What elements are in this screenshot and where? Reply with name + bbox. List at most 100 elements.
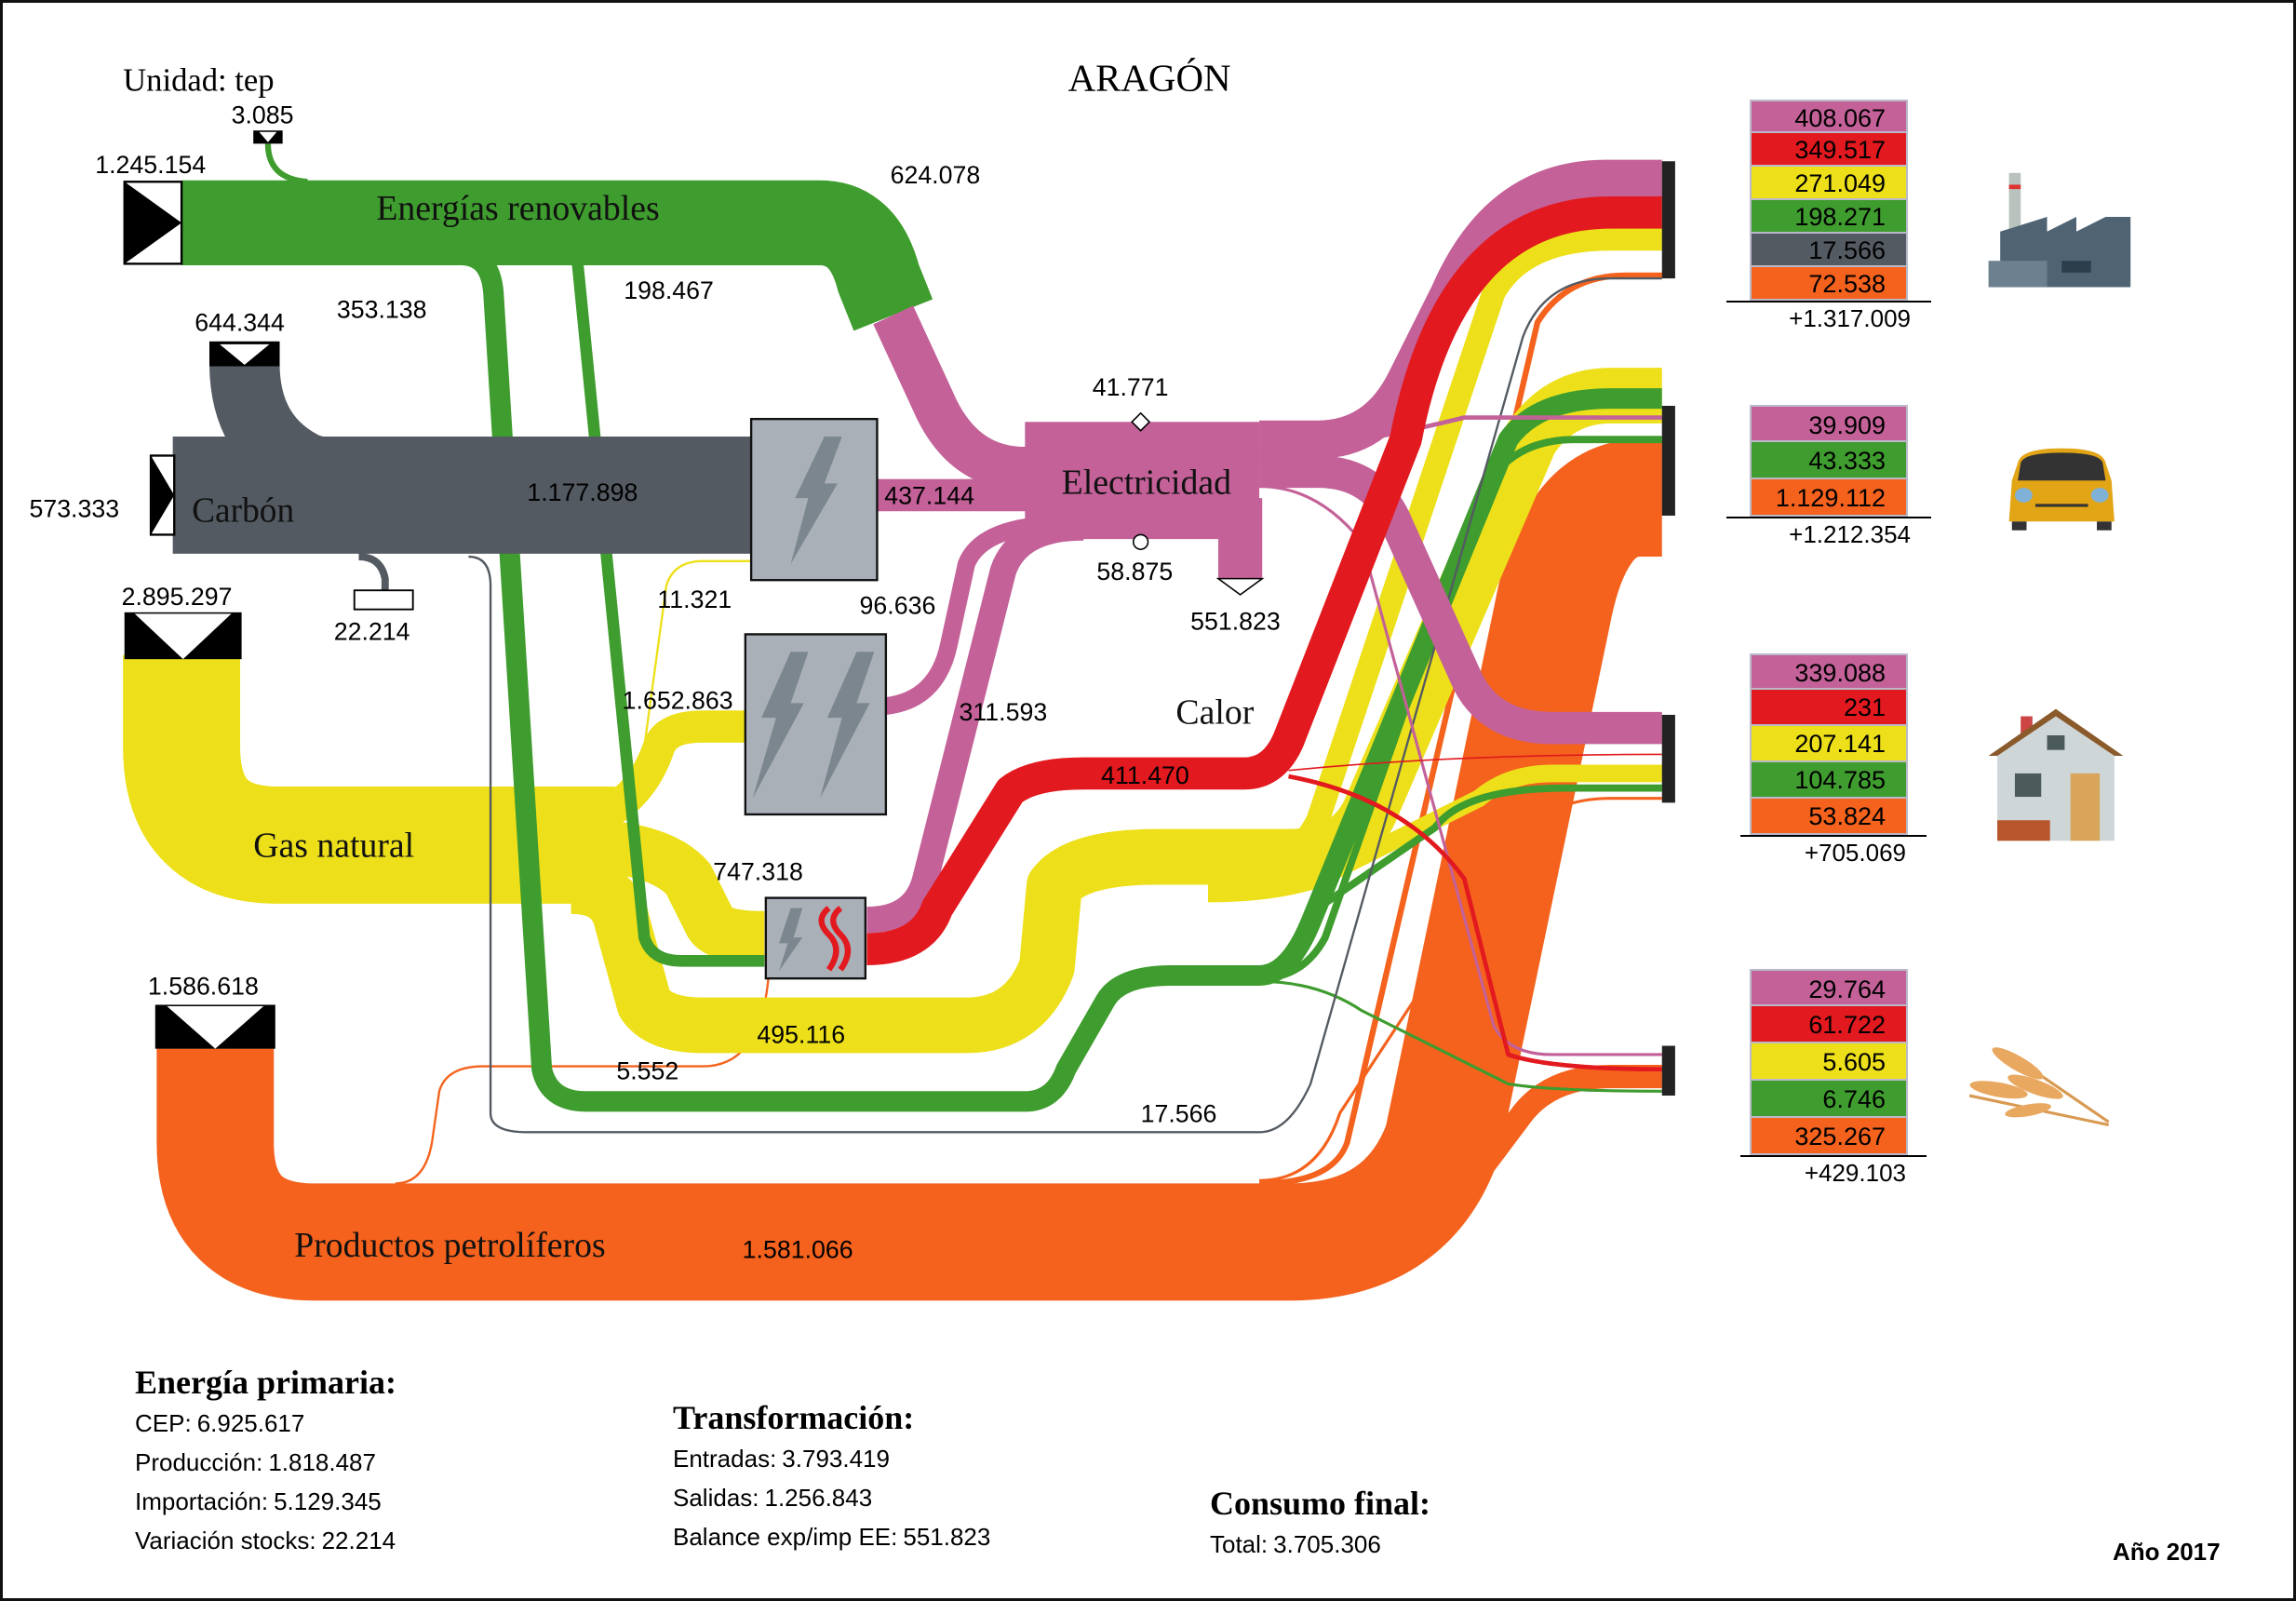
- node-label-gas: Gas natural: [253, 827, 414, 866]
- renovables-import-marker: [253, 130, 283, 144]
- summary-row: Producción:1.818.487: [135, 1443, 401, 1482]
- sector-bar-transporte: [1661, 405, 1675, 516]
- summary-row: Variación stocks:22.214: [135, 1521, 401, 1560]
- sector-table-residencial: 339.088 231 207.141 104.785 53.824 +705.…: [1740, 653, 1927, 868]
- flow-value: 17.566: [1141, 1099, 1217, 1127]
- sector-table-industria: 408.067 349.517 271.049 198.271 17.566 7…: [1726, 100, 1931, 334]
- flow-value: 437.144: [884, 481, 974, 509]
- cogeneracion-node: [764, 896, 867, 980]
- summary-title: Energía primaria:: [135, 1364, 396, 1401]
- flow-renovables-trans: [1258, 436, 1662, 983]
- gas-import-marker: [124, 612, 242, 660]
- value-renovables-production: 1.245.154: [95, 151, 206, 179]
- summary-value: 1.256.843: [764, 1484, 873, 1512]
- lightning-icon: [752, 652, 809, 799]
- summary-value: 5.129.345: [274, 1487, 382, 1515]
- sector-total: +429.103: [1740, 1155, 1927, 1189]
- flow-carbon-import: [208, 362, 346, 511]
- flow-gas-ind: [1207, 227, 1662, 891]
- summary-row: Importación:5.129.345: [135, 1482, 401, 1521]
- flow-renovables-main: [181, 180, 933, 331]
- sector-table-transporte: 39.909 43.333 1.129.112 +1.212.354: [1726, 405, 1931, 550]
- table-cell: 43.333: [1750, 442, 1908, 479]
- sector-total: +705.069: [1740, 835, 1927, 868]
- flow-petroleo-main: [156, 439, 1699, 1301]
- value-petroleo-import: 1.586.618: [148, 972, 259, 1000]
- flow-value: 5.552: [616, 1057, 678, 1085]
- flow-value: 311.593: [960, 698, 1048, 726]
- flow-value: 41.771: [1093, 373, 1169, 401]
- node-label-petroleo: Productos petrolíferos: [294, 1226, 605, 1265]
- table-cell: 61.722: [1750, 1006, 1908, 1043]
- table-cell: 339.088: [1750, 653, 1908, 690]
- summary-value: 1.818.487: [268, 1448, 376, 1476]
- flow-value: 551.823: [1190, 608, 1281, 636]
- petroleo-import-marker: [154, 1004, 275, 1049]
- flow-calor-agri: [1288, 774, 1662, 1072]
- summary-value: 3.793.419: [782, 1445, 890, 1473]
- summary-primaria: Energía primaria: CEP:6.925.617 Producci…: [135, 1361, 401, 1560]
- table-cell: 408.067: [1750, 100, 1908, 133]
- flow-renovables-res: [1258, 784, 1662, 978]
- flow-carbon-stock: [358, 553, 389, 591]
- summary-value: 6.925.617: [196, 1409, 305, 1437]
- table-cell: 1.129.112: [1750, 479, 1908, 517]
- lightning-icon: [820, 652, 875, 799]
- value-carbon-import: 644.344: [195, 309, 285, 337]
- elec-loss-diamond: [1131, 411, 1151, 432]
- table-cell: 6.746: [1750, 1081, 1908, 1118]
- summary-value: 3.705.306: [1273, 1530, 1381, 1558]
- lightning-icon: [790, 437, 842, 564]
- value-carbon-production: 573.333: [29, 495, 119, 523]
- value-gas-import: 2.895.297: [122, 583, 233, 611]
- summary-label: Producción:: [135, 1448, 263, 1476]
- sector-total: +1.317.009: [1726, 301, 1931, 334]
- unit-label: Unidad: tep: [123, 63, 274, 99]
- node-label-calor: Calor: [1175, 693, 1254, 732]
- flow-calor-main: [866, 195, 1662, 966]
- carbon-production-marker: [149, 454, 176, 536]
- summary-consumo: Consumo final: Total:3.705.306: [1210, 1482, 1430, 1564]
- table-cell: 198.271: [1750, 200, 1908, 234]
- table-cell: 17.566: [1750, 234, 1908, 267]
- carbon-import-marker: [208, 341, 280, 367]
- summary-label: Importación:: [135, 1487, 269, 1515]
- diagram-title: ARAGÓN: [1068, 58, 1231, 100]
- flow-calor-res: [1288, 753, 1662, 772]
- flow-gas-res: [1208, 764, 1662, 903]
- table-cell: 104.785: [1750, 762, 1908, 799]
- value-carbon-stock: 22.214: [334, 618, 410, 646]
- table-cell: 39.909: [1750, 405, 1908, 442]
- sector-bar-industria: [1661, 161, 1675, 279]
- wheat-icon: [1968, 1047, 2110, 1127]
- flow-carbon-final: [468, 276, 1662, 1134]
- flow-elec-res: [1259, 455, 1662, 745]
- table-cell: 29.764: [1750, 969, 1908, 1006]
- sector-total: +1.212.354: [1726, 517, 1931, 550]
- flow-value: 1.652.863: [623, 687, 733, 715]
- value-renovables-import: 3.085: [232, 101, 294, 128]
- table-cell: 231: [1750, 690, 1908, 726]
- sector-bar-residencial: [1661, 714, 1675, 803]
- sector-bar-agricultura: [1661, 1045, 1675, 1096]
- summary-label: Salidas:: [673, 1484, 759, 1512]
- table-cell: 53.824: [1750, 799, 1908, 835]
- summary-value: 22.214: [321, 1527, 396, 1554]
- table-cell: 349.517: [1750, 133, 1908, 167]
- summary-value: 551.823: [903, 1523, 991, 1551]
- flow-petroleo-res: [1259, 797, 1662, 1182]
- elec-loss-circle: [1132, 533, 1149, 550]
- table-cell: 207.141: [1750, 726, 1908, 762]
- flow-value: 495.116: [757, 1020, 845, 1048]
- year-label: Año 2017: [2113, 1538, 2221, 1566]
- flow-value: 58.875: [1096, 558, 1173, 585]
- summary-row: Salidas:1.256.843: [673, 1478, 996, 1517]
- flow-renovables-agri: [1259, 979, 1662, 1093]
- flow-ciclo-elec: [884, 515, 1055, 715]
- node-label-electricidad: Electricidad: [1062, 463, 1231, 502]
- flow-value: 1.177.898: [527, 478, 638, 506]
- lightning-icon: [779, 908, 803, 972]
- summary-row: Balance exp/imp EE:551.823: [673, 1517, 996, 1556]
